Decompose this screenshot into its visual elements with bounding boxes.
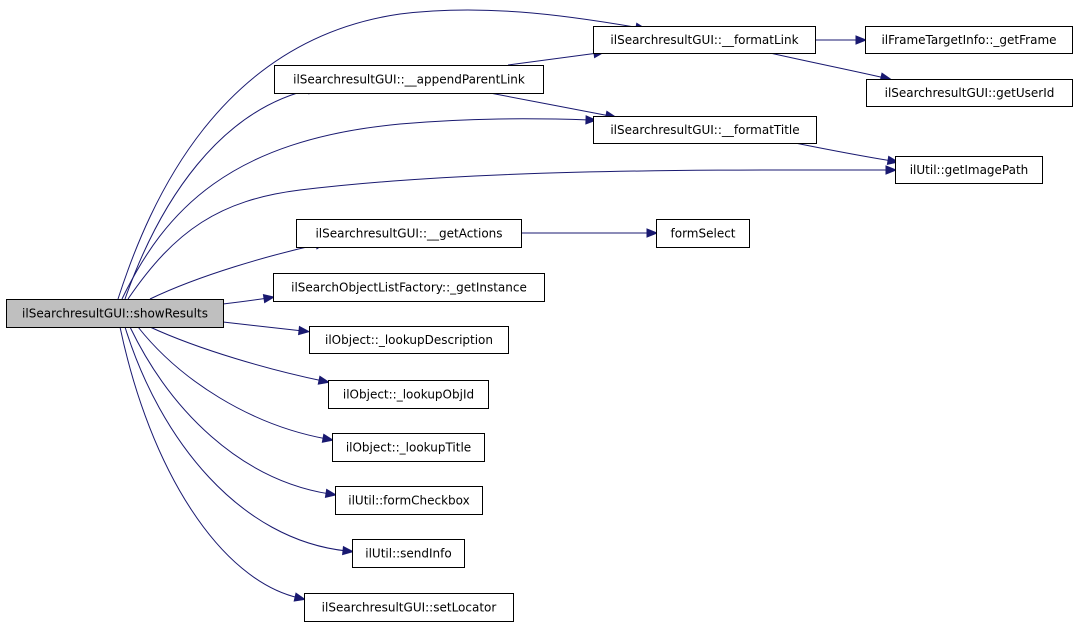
node-box: [309, 326, 509, 354]
node-label: ilFrameTargetInfo::_getFrame: [881, 33, 1056, 47]
edge-formatLink-to-getUserId: [769, 52, 893, 82]
node-label: ilSearchObjectListFactory::_getInstance: [291, 281, 527, 295]
node-label: ilUtil::sendInfo: [365, 547, 451, 561]
node-label: ilSearchresultGUI::getUserId: [885, 86, 1055, 100]
edge-root-to-formCheckbox: [129, 326, 338, 498]
node-box: [274, 65, 544, 94]
node-label: ilObject::_lookupTitle: [346, 441, 471, 455]
edge-line: [137, 326, 328, 440]
node-formatLink[interactable]: ilSearchresultGUI::__formatLink: [593, 26, 816, 54]
arrowhead-icon: [262, 294, 276, 304]
node-box: [865, 26, 1073, 54]
node-label: ilUtil::getImagePath: [910, 163, 1029, 177]
node-formSelect[interactable]: formSelect: [656, 219, 750, 248]
edge-line: [769, 52, 886, 79]
node-lookupDescription[interactable]: ilObject::_lookupDescription: [309, 326, 509, 354]
edge-line: [124, 326, 348, 552]
edge-root-to-formatLink: [117, 9, 648, 300]
arrowhead-icon: [298, 325, 311, 336]
edge-formatTitle-to-getImagePath: [794, 142, 900, 165]
edge-appendParentLink-to-formatLink: [507, 48, 606, 66]
node-box: [593, 116, 817, 144]
node-appendParentLink[interactable]: ilSearchresultGUI::__appendParentLink: [274, 65, 544, 94]
edge-line: [121, 118, 591, 300]
edge-formatLink-to-getFrame: [814, 35, 868, 45]
edge-appendParentLink-to-formatTitle: [489, 92, 618, 120]
node-getActions[interactable]: ilSearchresultGUI::__getActions: [296, 219, 522, 248]
node-formCheckbox[interactable]: ilUtil::formCheckbox: [335, 486, 483, 515]
node-layer: ilSearchresultGUI::showResultsilSearchre…: [6, 26, 1073, 622]
edge-root-to-appendParentLink: [124, 85, 320, 300]
node-label: ilSearchresultGUI::__formatLink: [610, 33, 798, 47]
edge-root-to-getInstance: [222, 294, 276, 305]
node-label: ilSearchresultGUI::__appendParentLink: [293, 73, 525, 87]
node-box: [332, 433, 485, 462]
arrowhead-icon: [885, 165, 898, 175]
edge-line: [129, 326, 331, 495]
edge-line: [149, 243, 321, 300]
edge-root-to-lookupDescription: [222, 321, 311, 336]
node-box: [866, 79, 1073, 107]
node-lookupTitle[interactable]: ilObject::_lookupTitle: [332, 433, 485, 462]
node-label: ilObject::_lookupDescription: [325, 333, 493, 347]
arrowhead-icon: [585, 115, 598, 125]
node-box: [352, 539, 465, 568]
edge-getActions-to-formSelect: [521, 228, 659, 238]
edge-root-to-getImagePath: [127, 165, 898, 300]
node-getUserId[interactable]: ilSearchresultGUI::getUserId: [866, 79, 1073, 107]
arrowhead-icon: [324, 488, 338, 498]
node-getFrame[interactable]: ilFrameTargetInfo::_getFrame: [865, 26, 1073, 54]
arrowhead-icon: [293, 592, 307, 602]
node-box: [6, 299, 224, 328]
node-root[interactable]: ilSearchresultGUI::showResults: [6, 299, 224, 328]
node-box: [593, 26, 816, 54]
arrowhead-icon: [321, 433, 335, 443]
arrowhead-icon: [342, 545, 355, 556]
node-lookupObjId[interactable]: ilObject::_lookupObjId: [328, 380, 489, 409]
edge-root-to-lookupTitle: [137, 326, 335, 443]
node-sendInfo[interactable]: ilUtil::sendInfo: [352, 539, 465, 568]
node-box: [895, 156, 1043, 184]
node-getInstance[interactable]: ilSearchObjectListFactory::_getInstance: [273, 273, 545, 302]
arrowhead-icon: [317, 375, 331, 385]
edge-line: [222, 321, 304, 332]
arrowhead-icon: [646, 228, 659, 238]
arrowhead-icon: [855, 35, 868, 45]
edge-root-to-sendInfo: [124, 326, 355, 556]
node-label: ilSearchresultGUI::__getActions: [315, 227, 502, 241]
node-box: [273, 273, 545, 302]
edge-line: [794, 142, 893, 162]
node-formatTitle[interactable]: ilSearchresultGUI::__formatTitle: [593, 116, 817, 144]
edge-line: [507, 52, 599, 66]
node-label: ilSearchresultGUI::__formatTitle: [610, 123, 799, 137]
edge-line: [119, 326, 300, 599]
edge-line: [124, 88, 313, 300]
edge-line: [117, 9, 641, 300]
node-box: [656, 219, 750, 248]
node-label: formSelect: [671, 227, 736, 241]
node-label: ilObject::_lookupObjId: [343, 388, 474, 402]
edge-line: [127, 169, 891, 300]
edge-line: [222, 297, 269, 305]
edge-line: [489, 92, 611, 117]
edge-root-to-formatTitle: [121, 115, 598, 300]
edge-line: [149, 326, 324, 382]
node-label: ilSearchresultGUI::setLocator: [322, 601, 497, 615]
node-box: [328, 380, 489, 409]
edge-layer: [117, 9, 900, 602]
node-box: [296, 219, 522, 248]
node-box: [304, 593, 514, 622]
node-getImagePath[interactable]: ilUtil::getImagePath: [895, 156, 1043, 184]
node-box: [335, 486, 483, 515]
node-setLocator[interactable]: ilSearchresultGUI::setLocator: [304, 593, 514, 622]
node-label: ilSearchresultGUI::showResults: [22, 307, 208, 321]
node-label: ilUtil::formCheckbox: [348, 494, 470, 508]
edge-root-to-lookupObjId: [149, 326, 331, 385]
edge-root-to-setLocator: [119, 326, 307, 602]
